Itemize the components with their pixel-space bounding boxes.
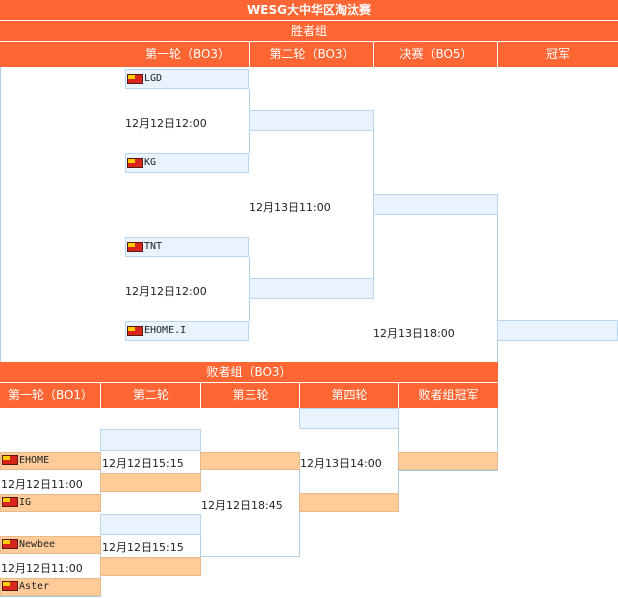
china-flag-icon — [2, 581, 18, 591]
losers-round2-header: 第二轮 — [100, 383, 201, 408]
team-name: LGD — [144, 73, 163, 84]
team-name: Aster — [19, 581, 50, 592]
match-time: 12月13日18:00 — [373, 327, 455, 340]
china-flag-icon — [127, 158, 143, 168]
losers-round4-header: 第四轮 — [299, 383, 399, 408]
china-flag-icon — [2, 539, 18, 549]
china-flag-icon — [2, 497, 18, 507]
losers-round3-slot[interactable] — [200, 452, 300, 470]
china-flag-icon — [127, 74, 143, 84]
match-time: 12月12日11:00 — [1, 478, 83, 491]
match-time: 12月13日11:00 — [249, 201, 331, 214]
winners-team-slot[interactable]: LGD — [125, 69, 249, 89]
champion-slot[interactable] — [497, 320, 618, 341]
losers-team-slot[interactable]: IG — [0, 494, 101, 512]
losers-team-slot[interactable]: Newbee — [0, 536, 101, 554]
team-name: IG — [19, 497, 32, 508]
losers-round2-slot[interactable] — [100, 514, 201, 535]
match-time: 12月13日14:00 — [300, 457, 382, 470]
team-name: TNT — [144, 241, 163, 252]
winners-team-slot[interactable]: EHOME.I — [125, 321, 249, 341]
match-time: 12月12日15:15 — [102, 541, 184, 554]
losers-round2-slot[interactable] — [100, 557, 201, 576]
page-title: WESG大中华区淘汰赛 — [0, 0, 618, 20]
winners-champion-header: 冠军 — [497, 42, 618, 67]
team-name: EHOME — [19, 455, 50, 466]
losers-round2-slot[interactable] — [100, 473, 201, 492]
match-time: 12月12日18:45 — [201, 499, 283, 512]
china-flag-icon — [2, 455, 18, 465]
china-flag-icon — [127, 242, 143, 252]
winners-final-slot[interactable] — [373, 194, 498, 215]
winners-team-slot[interactable]: TNT — [125, 237, 249, 257]
match-time: 12月12日12:00 — [125, 285, 207, 298]
match-time: 12月12日11:00 — [1, 562, 83, 575]
losers-champion-slot[interactable] — [398, 452, 498, 470]
losers-round4-slot[interactable] — [299, 493, 399, 512]
winners-round2-header: 第二轮（BO3） — [249, 42, 374, 67]
losers-round4-slot[interactable] — [299, 408, 399, 429]
losers-team-slot[interactable]: EHOME — [0, 452, 101, 470]
losers-round1-header: 第一轮（BO1） — [0, 383, 101, 408]
losers-team-slot[interactable]: Aster — [0, 578, 101, 596]
team-name: EHOME.I — [144, 325, 187, 336]
winners-round2-slot[interactable] — [249, 278, 374, 299]
winners-team-slot[interactable]: KG — [125, 153, 249, 173]
winners-round1-header: 第一轮（BO3） — [0, 42, 250, 67]
losers-round2-slot[interactable] — [100, 429, 201, 451]
losers-bracket-label: 败者组（BO3） — [0, 362, 498, 382]
team-name: Newbee — [19, 539, 56, 550]
winners-bracket-label: 胜者组 — [0, 21, 618, 41]
losers-champion-header: 败者组冠军 — [398, 383, 498, 408]
match-time: 12月12日12:00 — [125, 117, 207, 130]
winners-round2-slot[interactable] — [249, 110, 374, 131]
winners-final-header: 决赛（BO5） — [373, 42, 498, 67]
china-flag-icon — [127, 326, 143, 336]
team-name: KG — [144, 157, 157, 168]
losers-round3-header: 第三轮 — [200, 383, 300, 408]
match-time: 12月12日15:15 — [102, 457, 184, 470]
